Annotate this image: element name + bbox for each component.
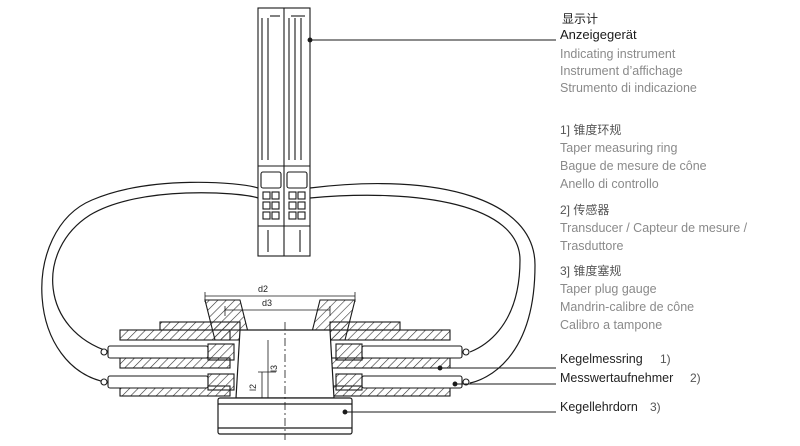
- indicating-instrument: [257, 7, 311, 257]
- indicator-de-label: Anzeigegerät: [560, 27, 637, 42]
- part-ring-ref: 1): [660, 352, 671, 366]
- item1-fr-label: Bague de mesure de cône: [560, 159, 707, 173]
- part-ring-label: Kegelmessring: [560, 352, 643, 366]
- dim-d2-label: d2: [258, 284, 269, 294]
- dim-l3-label: l3: [269, 364, 280, 373]
- dim-d3-label: d3: [262, 298, 273, 308]
- indicator-it-label: Strumento di indicazione: [560, 81, 697, 95]
- cable-loop: [41, 181, 536, 384]
- item3-en-label: Taper plug gauge: [560, 282, 657, 296]
- item1-en-label: Taper measuring ring: [560, 141, 678, 155]
- item2-en-label: Transducer / Capteur de mesure /: [560, 221, 748, 235]
- item1-it-label: Anello di controllo: [560, 177, 659, 191]
- item3-it-label: Calibro a tampone: [560, 318, 663, 332]
- item3-cn-label: 3] 锥度塞规: [560, 264, 622, 278]
- item3-fr-label: Mandrin-calibre de cône: [560, 300, 695, 314]
- part-plug-label: Kegellehrdorn: [560, 400, 638, 414]
- taper-plug-gauge: [217, 322, 353, 440]
- item1-cn-label: 1] 锥度环规: [560, 123, 622, 137]
- part-transducer-label: Messwertaufnehmer: [560, 371, 674, 385]
- part-plug-ref: 3): [650, 400, 661, 414]
- transducers: [100, 343, 470, 391]
- indicator-cn-label: 显示计: [562, 12, 599, 26]
- leader-lines: [307, 37, 556, 415]
- dimension-lines: [204, 292, 356, 398]
- indicator-en-label: Indicating instrument: [560, 47, 676, 61]
- dim-l2-label: l2: [248, 383, 259, 392]
- item2-cn-label: 2] 传感器: [560, 203, 610, 217]
- part-transducer-ref: 2): [690, 371, 701, 385]
- indicator-fr-label: Instrument d’affichage: [560, 64, 683, 78]
- item2-fr-label: Trasduttore: [560, 239, 624, 253]
